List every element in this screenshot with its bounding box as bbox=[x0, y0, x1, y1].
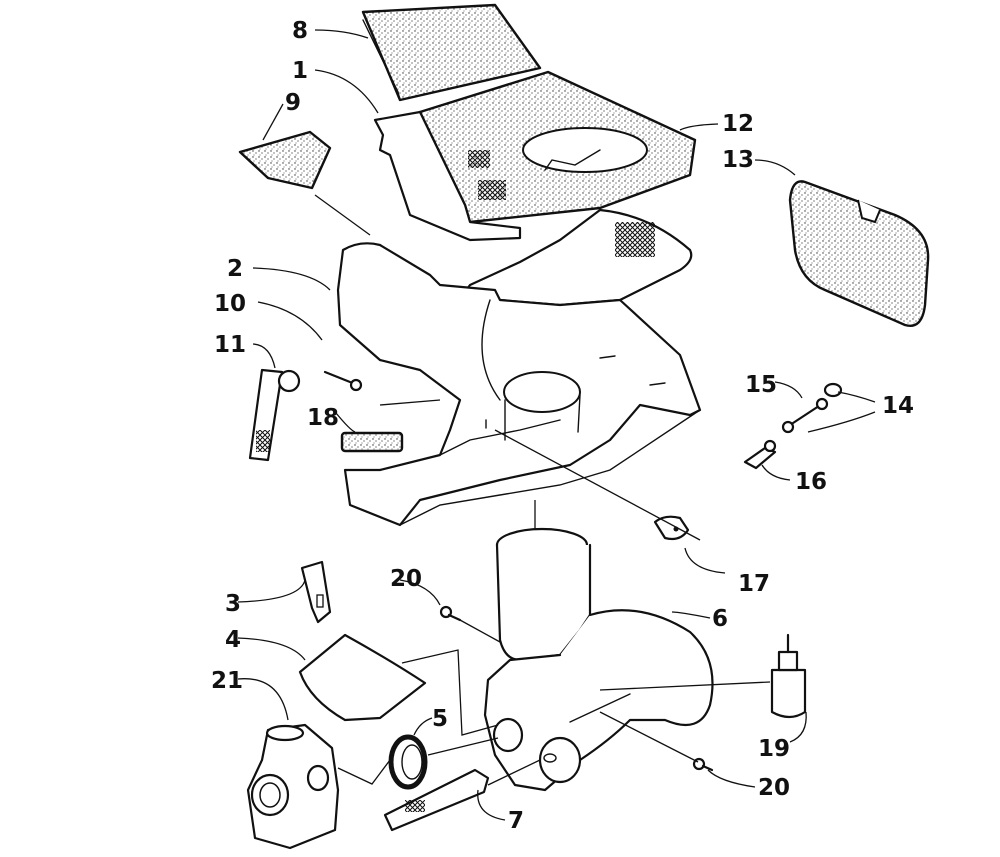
callout-8: 8 bbox=[292, 18, 308, 44]
callout-5: 5 bbox=[432, 706, 448, 732]
callout-14: 14 bbox=[882, 393, 914, 419]
callout-10: 10 bbox=[214, 291, 246, 317]
screen-frame-part-1 bbox=[373, 110, 522, 242]
screw-part-20-upper bbox=[439, 605, 462, 622]
foam-pad-part-8 bbox=[361, 3, 542, 102]
screw-part-20-lower bbox=[692, 757, 714, 772]
callout-6: 6 bbox=[712, 606, 728, 632]
clamp-part-5 bbox=[388, 734, 428, 790]
callout-labels: 8 1 9 12 13 2 10 11 18 15 14 16 17 20 3 … bbox=[211, 18, 914, 834]
callout-3: 3 bbox=[225, 591, 241, 617]
knob-part-14 bbox=[823, 382, 843, 398]
rivet-part-10 bbox=[323, 370, 363, 392]
callout-21: 21 bbox=[211, 668, 243, 694]
intake-boot-part-6 bbox=[483, 527, 714, 792]
callout-19: 19 bbox=[758, 736, 790, 762]
callout-12: 12 bbox=[722, 111, 754, 137]
callout-18: 18 bbox=[307, 405, 339, 431]
callout-4: 4 bbox=[225, 627, 241, 653]
strap-part-7 bbox=[383, 768, 490, 832]
callout-20-upper: 20 bbox=[390, 566, 422, 592]
bolt-part-15 bbox=[781, 397, 829, 434]
callout-13: 13 bbox=[722, 147, 754, 173]
callout-9: 9 bbox=[285, 90, 301, 116]
foam-block-part-9 bbox=[238, 130, 332, 190]
shield-part-4 bbox=[298, 633, 427, 722]
callout-20-lower: 20 bbox=[758, 775, 790, 801]
callout-7: 7 bbox=[508, 808, 524, 834]
leader-lines bbox=[237, 29, 876, 821]
foam-pad-part-13 bbox=[788, 180, 930, 327]
airbox-housing-part-2 bbox=[336, 242, 702, 527]
callout-17: 17 bbox=[738, 571, 770, 597]
callout-15: 15 bbox=[745, 372, 777, 398]
callout-1: 1 bbox=[292, 58, 308, 84]
latch-part-11 bbox=[248, 368, 301, 462]
carburetor-part-21 bbox=[246, 723, 340, 850]
foam-strip-part-18 bbox=[340, 431, 404, 453]
bracket-part-17 bbox=[653, 515, 690, 541]
bottle-part-19 bbox=[770, 633, 807, 719]
clip-part-16 bbox=[743, 439, 777, 470]
tab-part-3 bbox=[300, 560, 332, 624]
callout-16: 16 bbox=[795, 469, 827, 495]
callout-2: 2 bbox=[227, 256, 243, 282]
callout-11: 11 bbox=[214, 332, 246, 358]
